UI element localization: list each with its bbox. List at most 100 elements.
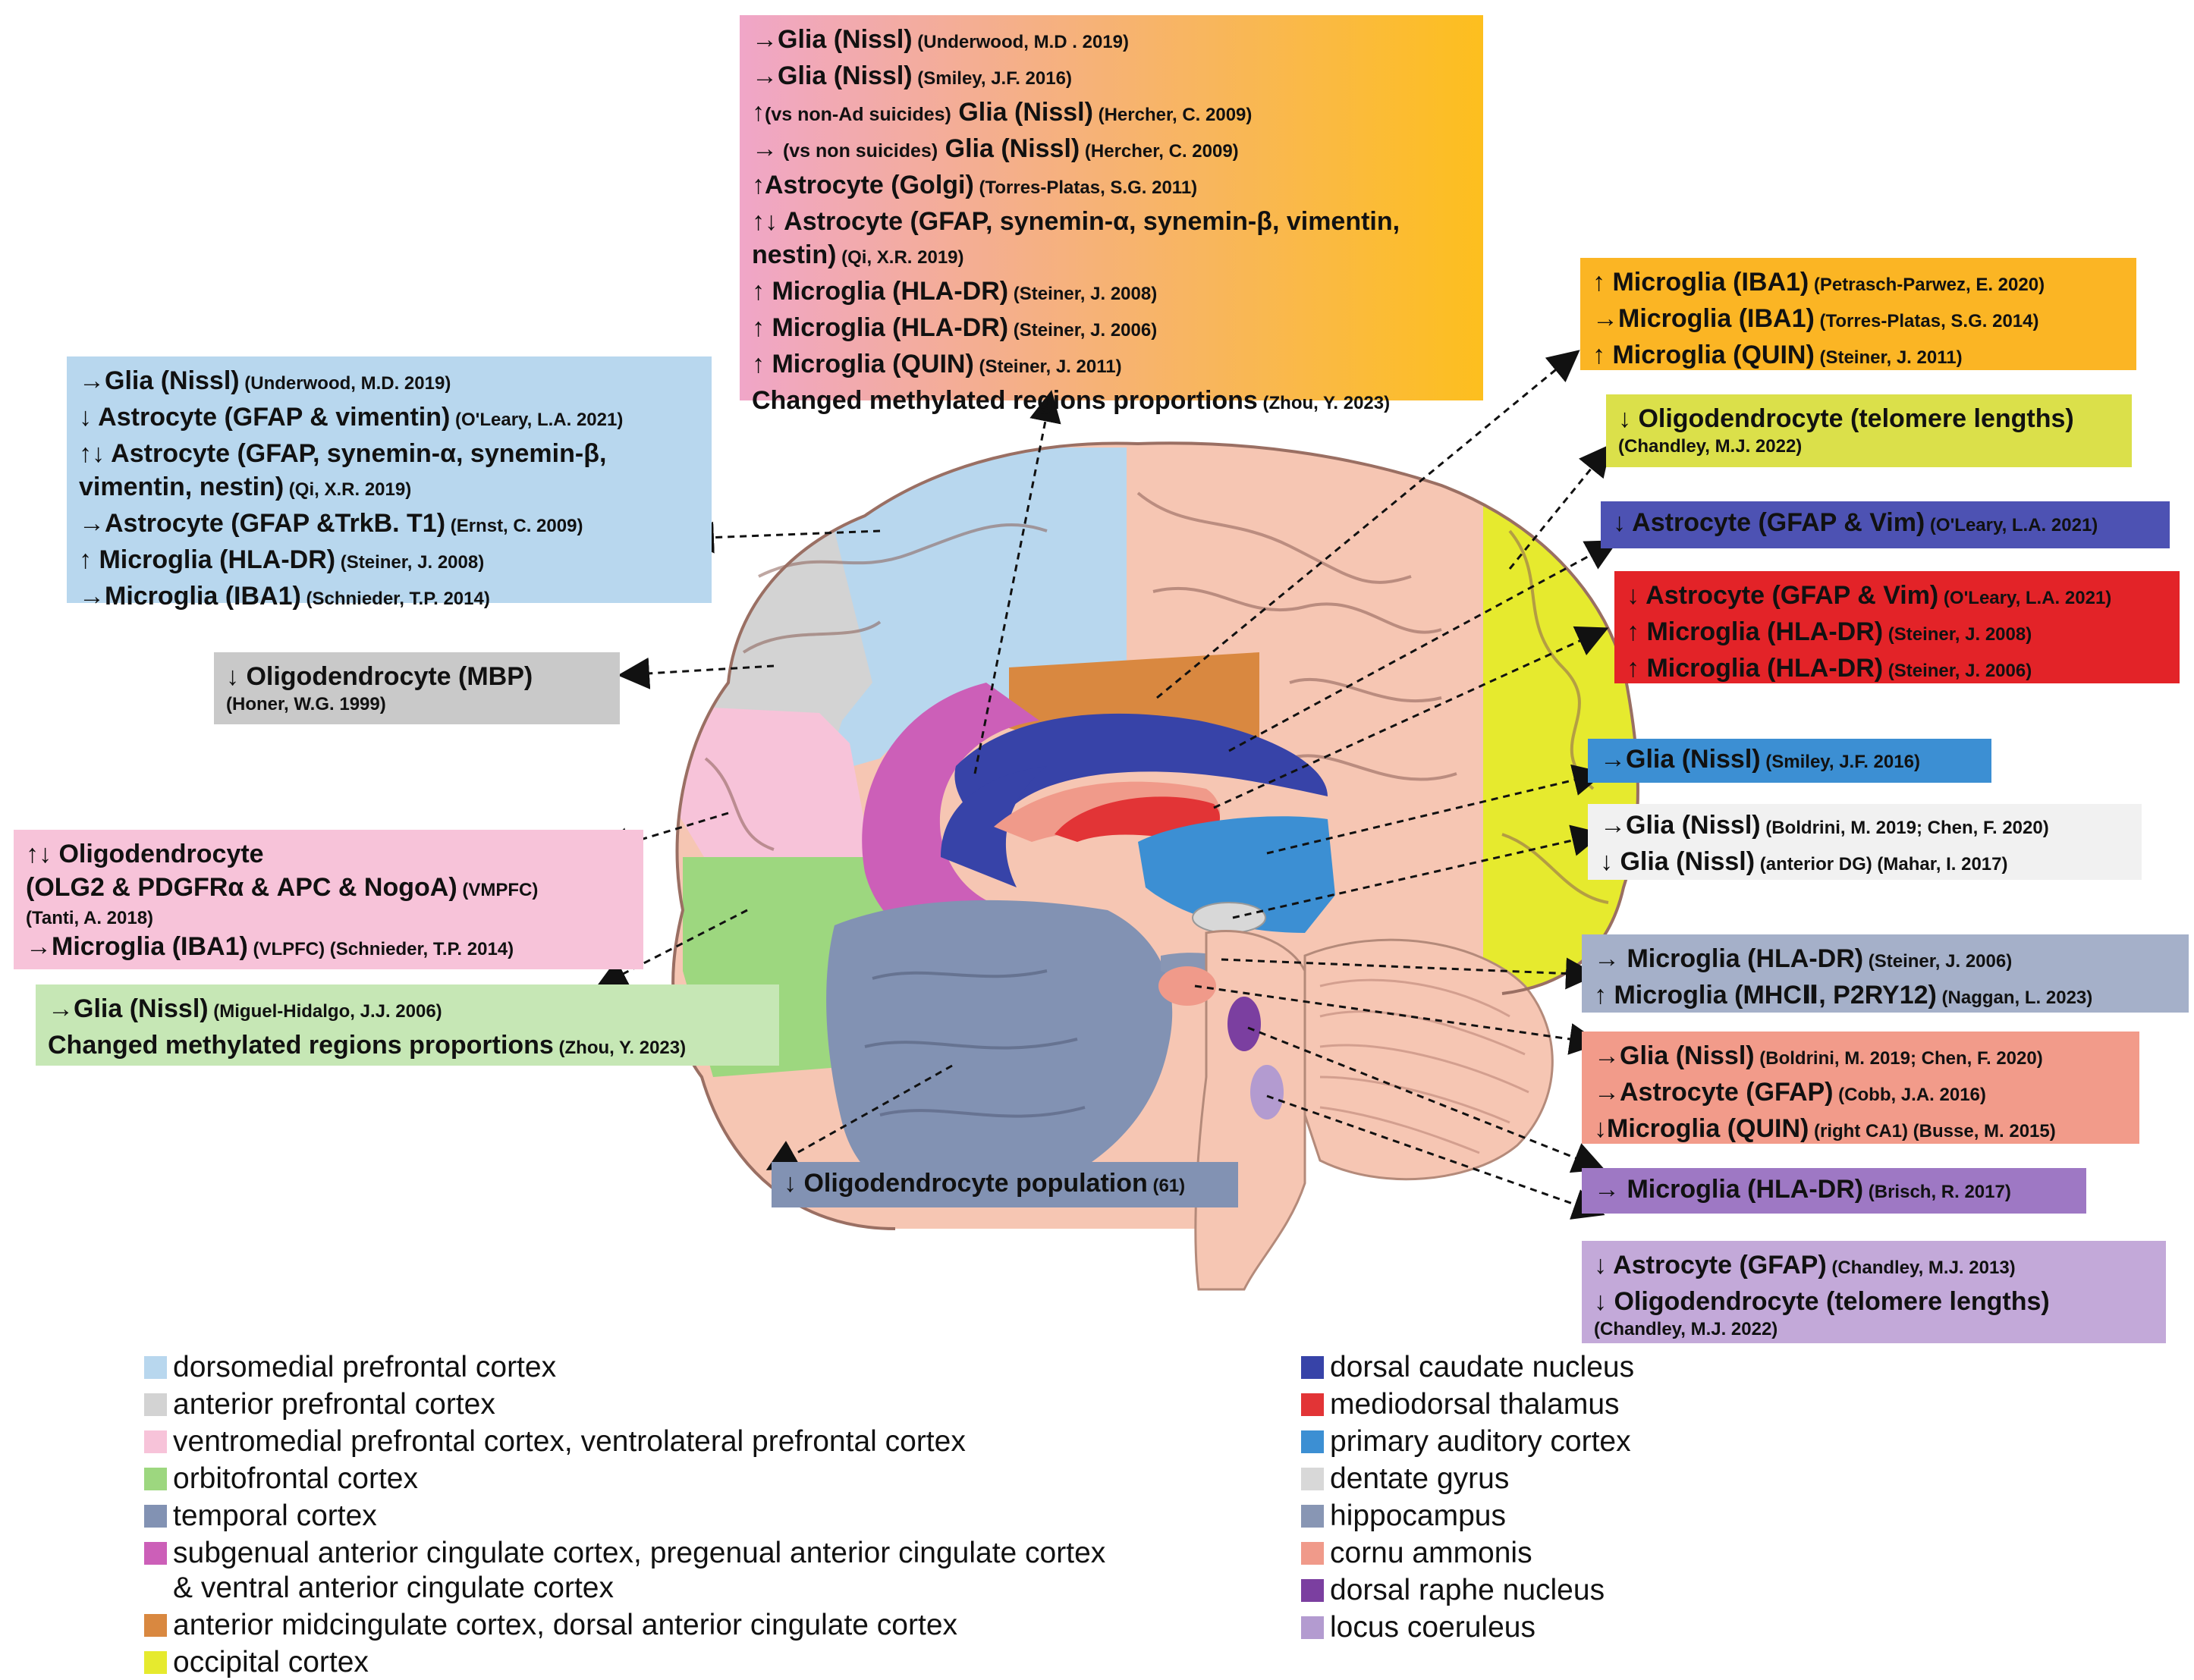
citation: (Petrasch-Parwez, E. 2020) — [1809, 275, 2045, 295]
citation: (Honer, W.G. 1999) — [226, 694, 386, 714]
finding-text: →Glia (Nissl) — [1594, 1041, 1755, 1070]
citation: (Ernst, C. 2009) — [445, 516, 583, 536]
annotation-apfc: ↓ Oligodendrocyte (MBP) (Honer, W.G. 1999… — [214, 652, 620, 724]
legend-label: hippocampus — [1330, 1499, 1506, 1532]
citation: (Steiner, J. 2006) — [1863, 951, 2013, 972]
annotation-line: ↑ Microglia (HLA-DR) (Steiner, J. 2008) — [79, 543, 699, 579]
finding-text: ↑ Microglia (HLA-DR) — [1627, 617, 1884, 646]
legend-swatch — [1301, 1542, 1324, 1565]
citation: (Smiley, J.F. 2016) — [912, 68, 1072, 89]
annotation-line: ↑ Microglia (HLA-DR) (Steiner, J. 2006) — [1627, 652, 2167, 688]
legend-swatch — [1301, 1430, 1324, 1453]
annotation-line: ↑(vs non-Ad suicides) Glia (Nissl) (Herc… — [752, 96, 1471, 132]
sulci-lines — [704, 491, 1609, 904]
annotation-top-center: →Glia (Nissl) (Underwood, M.D . 2019)→Gl… — [740, 15, 1483, 415]
citation: (Steiner, J. 2011) — [1814, 347, 1963, 368]
citation: (Steiner, J. 2011) — [973, 356, 1122, 377]
legend-swatch — [1301, 1616, 1324, 1639]
citation: (Zhou, Y. 2023) — [553, 1038, 687, 1058]
finding-text: Glia (Nissl) — [951, 98, 1093, 127]
citation: (Steiner, J. 2008) — [335, 552, 485, 573]
annotation-line: → Microglia (HLA-DR) (Brisch, R. 2017) — [1594, 1173, 2074, 1209]
citation: (Hercher, C. 2009) — [1080, 141, 1239, 162]
finding-text: ↓ Oligodendrocyte (MBP) — [226, 662, 533, 691]
citation: (Torres-Platas, S.G. 2011) — [973, 177, 1198, 198]
annotation-line: → Microglia (HLA-DR) (Steiner, J. 2006) — [1594, 942, 2177, 978]
citation: (Chandley, M.J. 2022) — [1618, 436, 1803, 457]
annotation-line: ↑ Microglia (HLA-DR) (Steiner, J. 2006) — [752, 311, 1471, 347]
finding-text: ↑ Microglia (HLA-DR) — [752, 313, 1009, 342]
citation: (Schnieder, T.P. 2014) — [300, 589, 490, 609]
annotation-line: →Microglia (IBA1) (Torres-Platas, S.G. 2… — [1592, 302, 2124, 338]
legend-label: dorsal caudate nucleus — [1330, 1351, 1635, 1383]
legend-label: dorsal raphe nucleus — [1330, 1574, 1605, 1606]
annotation-line: ↓ Astrocyte (GFAP & Vim) (O'Leary, L.A. … — [1613, 506, 2158, 542]
connector-arrows — [595, 350, 1619, 1220]
finding-text: →Microglia (IBA1) — [1592, 304, 1815, 333]
finding-text: ↑ Microglia (HLA-DR) — [79, 545, 336, 574]
citation: (Naggan, L. 2023) — [1936, 988, 2093, 1008]
arrow-symbol: ↑ — [752, 98, 765, 127]
annotation-occipital: ↓ Oligodendrocyte (telomere lengths) (Cha… — [1606, 394, 2132, 467]
legend-swatch — [1301, 1468, 1324, 1490]
citation: (Qi, X.R. 2019) — [284, 479, 412, 500]
legend-label: anterior prefrontal cortex — [173, 1388, 495, 1421]
annotation-line: ↓ Oligodendrocyte (telomere lengths) — [1618, 402, 2120, 435]
annotation-line: ↑Astrocyte (Golgi) (Torres-Platas, S.G. … — [752, 168, 1471, 205]
legend-label: anterior midcingulate cortex, dorsal ant… — [173, 1609, 958, 1641]
legend-swatch — [1301, 1356, 1324, 1379]
annotation-line: →Glia (Nissl) (Smiley, J.F. 2016) — [752, 59, 1471, 96]
annotation-amcc: ↑ Microglia (IBA1) (Petrasch-Parwez, E. … — [1580, 258, 2136, 370]
annotation-temporal: ↓ Oligodendrocyte population (61) — [772, 1162, 1238, 1207]
annotation-coeruleus: ↓ Astrocyte (GFAP) (Chandley, M.J. 2013)… — [1582, 1241, 2166, 1343]
citation: (Boldrini, M. 2019; Chen, F. 2020) — [1760, 818, 2049, 838]
annotation-line: →Glia (Nissl) (Boldrini, M. 2019; Chen, … — [1594, 1039, 2127, 1076]
finding-text: → Microglia (HLA-DR) — [1594, 944, 1864, 973]
citation: (VMPFC) — [457, 880, 539, 900]
finding-text: →Microglia (IBA1) — [26, 932, 248, 961]
citation: (Qi, X.R. 2019) — [836, 247, 964, 268]
legend-item: dorsal caudate nucleus — [1301, 1350, 1634, 1385]
finding-text: ↓Microglia (QUIN) — [1594, 1114, 1809, 1143]
legend-label: dentate gyrus — [1330, 1462, 1510, 1495]
finding-text: →Astrocyte (GFAP &TrkB. T1) — [79, 509, 446, 538]
legend-swatch — [144, 1505, 167, 1528]
annotation-line: →Microglia (IBA1) (VLPFC) (Schnieder, T.… — [26, 930, 631, 966]
legend-item: subgenual anterior cingulate cortex, pre… — [144, 1536, 1105, 1606]
finding-text: ↑ Microglia (MHCⅡ, P2RY12) — [1594, 981, 1937, 1010]
annotation-line: ↓ Oligodendrocyte (telomere lengths) — [1594, 1285, 2154, 1318]
annotation-line: ↑ Microglia (QUIN) (Steiner, J. 2011) — [1592, 338, 2124, 375]
annotation-raphe: → Microglia (HLA-DR) (Brisch, R. 2017) — [1582, 1168, 2086, 1214]
finding-text: ↓ Oligodendrocyte (telomere lengths) — [1594, 1287, 2050, 1316]
finding-text: → Microglia (HLA-DR) — [1594, 1175, 1864, 1204]
legend-item: anterior prefrontal cortex — [144, 1387, 495, 1422]
citation: (Hercher, C. 2009) — [1092, 105, 1253, 125]
legend-item: primary auditory cortex — [1301, 1424, 1631, 1459]
annotation-line: → (vs non suicides) Glia (Nissl) (Herche… — [752, 132, 1471, 168]
arrow-symbol: → — [752, 134, 778, 163]
annotation-cornu: →Glia (Nissl) (Boldrini, M. 2019; Chen, … — [1582, 1032, 2139, 1144]
comparison-note: (vs non suicides) — [778, 140, 938, 162]
annotation-line: Changed methylated regions proportions (… — [48, 1028, 767, 1065]
legend-label: temporal cortex — [173, 1499, 377, 1532]
legend-item: cornu ammonis — [1301, 1536, 1532, 1571]
finding-text: →Glia (Nissl) — [1600, 745, 1761, 774]
finding-text: →Glia (Nissl) — [1600, 811, 1761, 840]
citation: (Brisch, R. 2017) — [1863, 1182, 2011, 1202]
citation: (Tanti, A. 2018) — [26, 908, 154, 928]
citation: (Boldrini, M. 2019; Chen, F. 2020) — [1754, 1048, 2043, 1069]
comparison-note: (vs non-Ad suicides) — [765, 104, 951, 125]
annotation-thalamus: ↓ Astrocyte (GFAP & Vim) (O'Leary, L.A. … — [1614, 571, 2180, 683]
citation: (anterior DG) (Mahar, I. 2017) — [1755, 854, 2008, 875]
annotation-line: ↓ Glia (Nissl) (anterior DG) (Mahar, I. … — [1600, 845, 2130, 881]
finding-text: ↓ Astrocyte (GFAP & Vim) — [1627, 581, 1939, 610]
annotation-line: (Chandley, M.J. 2022) — [1618, 435, 2120, 458]
finding-text: ↑ Microglia (HLA-DR) — [752, 277, 1009, 306]
finding-text: ↑Astrocyte (Golgi) — [752, 171, 974, 199]
finding-text: ↓ Oligodendrocyte (telomere lengths) — [1618, 404, 2074, 433]
annotation-line: ↑↓ Astrocyte (GFAP, synemin-α, synemin-β… — [79, 437, 699, 470]
annotation-line: ↑ Microglia (IBA1) (Petrasch-Parwez, E. … — [1592, 265, 2124, 302]
legend-label-continued: & ventral anterior cingulate cortex — [173, 1572, 614, 1604]
citation: (61) — [1147, 1176, 1186, 1196]
legend-item: mediodorsal thalamus — [1301, 1387, 1620, 1422]
